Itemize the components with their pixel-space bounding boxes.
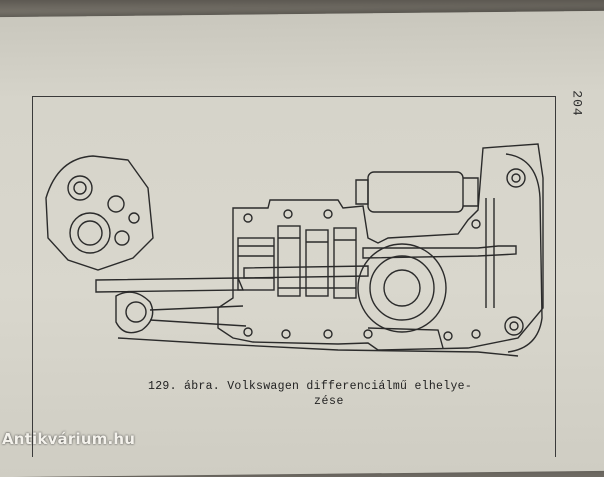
figure-caption-line1: 129. ábra. Volkswagen differenciálmű elh… [148, 380, 473, 393]
transmission-drawing [45, 143, 544, 357]
figure-caption-line2: zése [314, 395, 345, 408]
watermark: Antikvárium.hu [2, 430, 136, 448]
page-number: 204 [569, 90, 585, 117]
figure-frame [32, 96, 556, 457]
